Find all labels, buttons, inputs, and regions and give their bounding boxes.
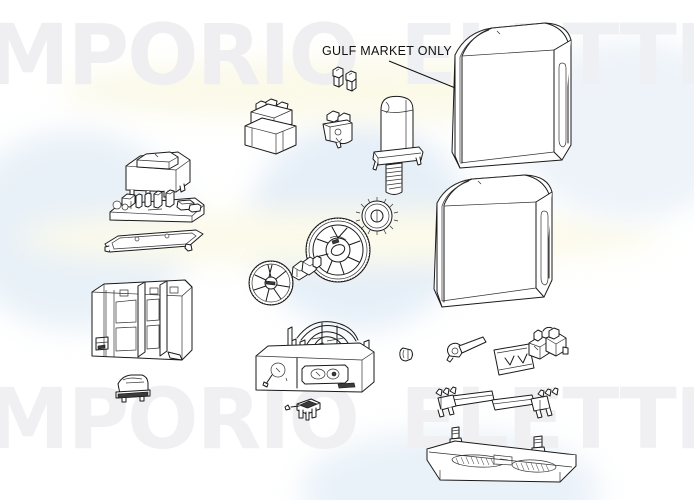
small-clip [399, 347, 413, 362]
cable-clamp [284, 398, 321, 421]
shaft-coupling [291, 255, 322, 281]
terminal-connector-pair [332, 66, 357, 92]
control-box-cover [125, 151, 191, 198]
gulf-market-note-label: GULF MARKET ONLY [322, 44, 453, 58]
cover-lower [433, 174, 553, 308]
limit-switch [528, 326, 569, 360]
base-mounting-plate [426, 426, 577, 483]
bolt-screw [446, 336, 487, 363]
pcb-base-plate [104, 229, 204, 253]
gear-motor [372, 95, 424, 195]
chassis-frame [91, 279, 193, 361]
cover-upper [451, 22, 572, 169]
transformer-block [244, 98, 297, 155]
mount-bracket-plate [493, 343, 535, 376]
wiring-enclosure [255, 321, 375, 393]
rack-bracket-left [435, 386, 495, 418]
main-drive-gear [305, 217, 371, 283]
capacitor-module [322, 110, 353, 149]
control-pcb [109, 189, 205, 223]
end-cap [115, 374, 151, 403]
idler-gear [248, 260, 294, 306]
rack-bracket-right [491, 387, 559, 419]
pinion-gear [355, 197, 399, 235]
